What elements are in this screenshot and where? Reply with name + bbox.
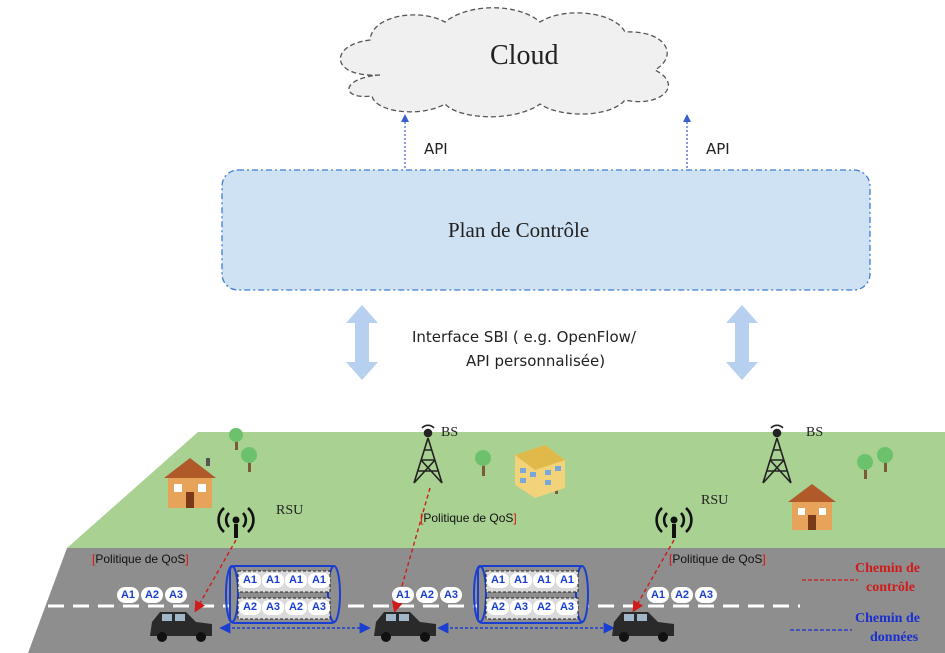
legend-control-label-line2: contrôle xyxy=(866,580,915,595)
tunnel-slot: A3 xyxy=(308,600,330,615)
car-icon xyxy=(374,612,436,642)
base-station-tower-icon xyxy=(762,424,792,484)
qos-policy-label: [Politique de QoS] xyxy=(92,552,189,566)
app-chip-a3: A3 xyxy=(165,587,187,603)
qos-policy-label: [Politique de QoS] xyxy=(420,511,517,525)
app-chip-a2: A2 xyxy=(671,587,693,603)
tree-icon xyxy=(229,428,257,472)
bs-label: BS xyxy=(806,425,824,440)
grass-area xyxy=(67,432,945,548)
building-icon xyxy=(515,445,565,498)
house-icon xyxy=(788,484,836,530)
legend-data-label-line1: Chemin de xyxy=(855,611,920,626)
rsu-label: RSU xyxy=(276,503,304,518)
tunnel-slot: A2 xyxy=(285,600,307,615)
tunnel-slot: A1 xyxy=(308,573,330,588)
tunnel-slot: A1 xyxy=(533,573,555,588)
tunnel-slot: A1 xyxy=(285,573,307,588)
api-label-left: API xyxy=(424,140,448,158)
bs-label: BS xyxy=(441,425,459,440)
control-plane-label: Plan de Contrôle xyxy=(448,218,590,242)
sbi-arrow-right xyxy=(726,305,758,380)
app-chip-a3: A3 xyxy=(440,587,462,603)
tunnel-slot: A1 xyxy=(556,573,578,588)
tunnel-slot: A3 xyxy=(510,600,532,615)
tunnel-slot: A3 xyxy=(262,600,284,615)
interface-label-line2: API personnalisée) xyxy=(466,352,606,370)
car-icon xyxy=(150,612,212,642)
tree-icon xyxy=(857,447,893,479)
interface-label-line1: Interface SBI ( e.g. OpenFlow/ xyxy=(412,328,636,346)
tunnel-slot: A2 xyxy=(533,600,555,615)
tunnel-slot: A1 xyxy=(487,573,509,588)
app-chip-a2: A2 xyxy=(141,587,163,603)
tunnel-slot: A1 xyxy=(510,573,532,588)
tunnel-slot: A2 xyxy=(487,600,509,615)
app-chip-a2: A2 xyxy=(416,587,438,603)
app-chip-a1: A1 xyxy=(392,587,414,603)
cloud-label: Cloud xyxy=(490,40,559,71)
sbi-arrow-left xyxy=(346,305,378,380)
car-icon xyxy=(612,612,674,642)
base-station-tower-icon xyxy=(413,424,443,484)
app-chip-a1: A1 xyxy=(647,587,669,603)
rsu-antenna-icon xyxy=(655,507,693,538)
tunnel-slot: A1 xyxy=(262,573,284,588)
legend-data-label-line2: données xyxy=(870,630,919,645)
control-plane-box xyxy=(221,169,871,291)
cloud-shape xyxy=(339,7,669,118)
rsu-antenna-icon xyxy=(217,507,255,538)
tunnel-slot: A1 xyxy=(239,573,261,588)
house-icon xyxy=(164,458,216,508)
tunnel-slot: A3 xyxy=(556,600,578,615)
rsu-label: RSU xyxy=(701,493,729,508)
app-chip-a3: A3 xyxy=(695,587,717,603)
app-chip-a1: A1 xyxy=(117,587,139,603)
qos-policy-label: [Politique de QoS] xyxy=(669,552,766,566)
api-label-right: API xyxy=(706,140,730,158)
tunnel-slot: A2 xyxy=(239,600,261,615)
legend-control-label-line1: Chemin de xyxy=(855,561,920,576)
